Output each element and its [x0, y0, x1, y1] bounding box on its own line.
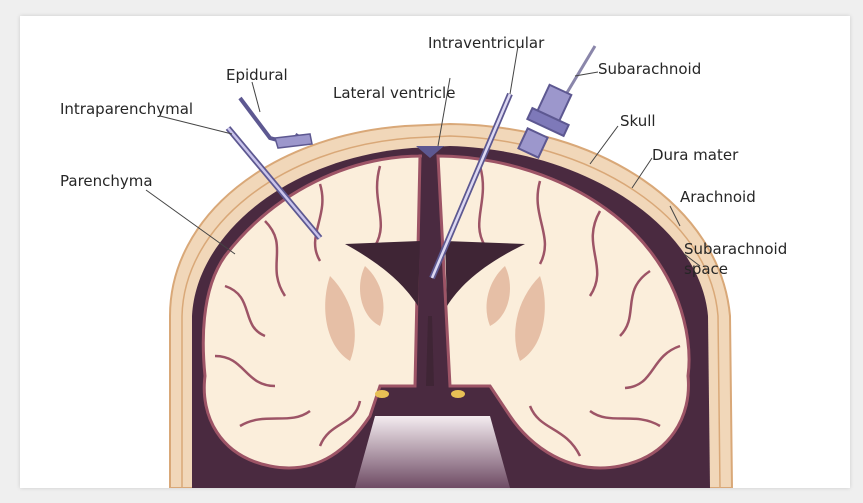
left-vessel: [375, 390, 389, 398]
label-subarachnoid-space-line2: space: [684, 260, 728, 278]
epidural-sensor: [275, 134, 312, 148]
label-subarachnoid: Subarachnoid: [598, 60, 701, 78]
label-lateral-ventricle: Lateral ventricle: [333, 84, 455, 102]
label-subarachnoid-space-line1: Subarachnoid: [684, 240, 787, 258]
right-vessel: [451, 390, 465, 398]
brainstem-region: [355, 416, 510, 488]
label-skull: Skull: [620, 112, 656, 130]
label-parenchyma: Parenchyma: [60, 172, 153, 190]
label-intraparenchymal: Intraparenchymal: [60, 100, 193, 118]
brain-cross-section-diagram: Intraventricular Subarachnoid Epidural L…: [20, 16, 850, 488]
figure-frame: Intraventricular Subarachnoid Epidural L…: [20, 16, 850, 488]
label-arachnoid: Arachnoid: [680, 188, 756, 206]
label-dura-mater: Dura mater: [652, 146, 739, 164]
label-intraventricular: Intraventricular: [428, 34, 545, 52]
label-epidural: Epidural: [226, 66, 288, 84]
